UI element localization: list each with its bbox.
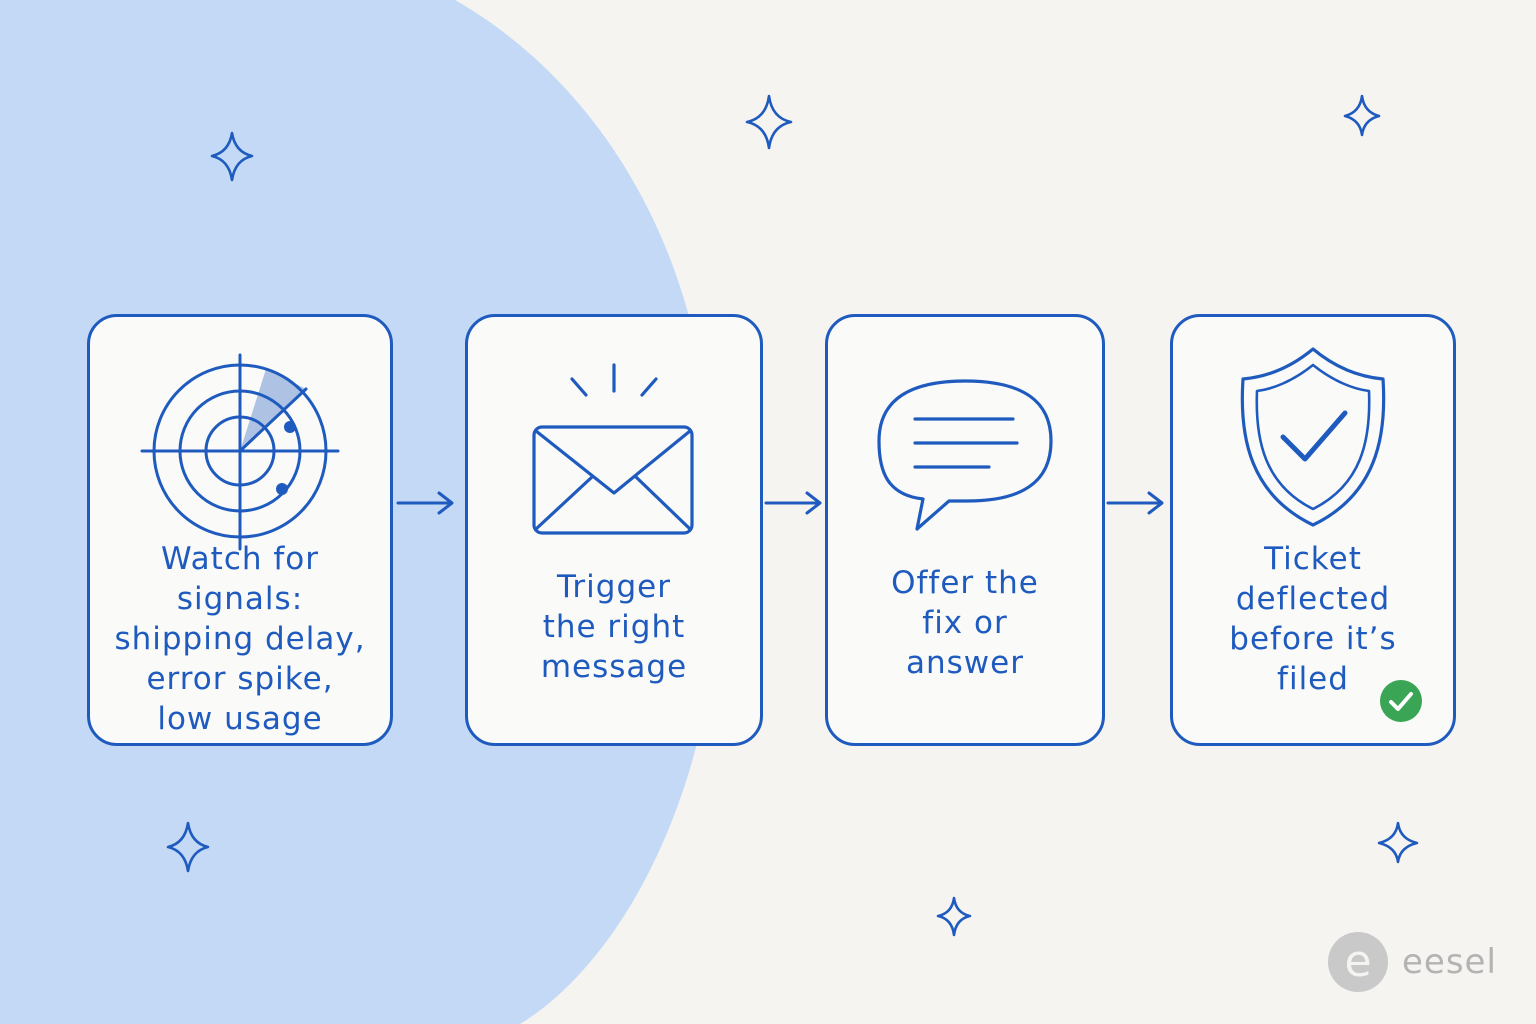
sparkle-icon — [1343, 94, 1381, 137]
brand-name: eesel — [1402, 942, 1497, 982]
radar-icon — [140, 353, 340, 551]
sparkle-icon — [936, 896, 972, 937]
step-card-trigger: Trigger the right message — [465, 314, 763, 746]
shield-check-icon — [1240, 347, 1386, 527]
brand-logo: e eesel — [1328, 932, 1508, 994]
step-card-offer: Offer the fix or answer — [825, 314, 1105, 746]
step-label: Watch for signals: shipping delay, error… — [114, 541, 366, 737]
step-label: Trigger the right message — [540, 569, 688, 685]
flow-arrow — [1106, 491, 1164, 515]
flow-arrow — [396, 491, 454, 515]
step-label: Ticket deflected before it’s filed — [1229, 541, 1397, 697]
sparkle-icon — [745, 94, 793, 150]
speech-bubble-icon — [877, 379, 1053, 531]
envelope-icon — [532, 363, 694, 535]
step-label: Offer the fix or answer — [891, 565, 1039, 681]
sparkle-icon — [1377, 821, 1419, 864]
step-card-watch: Watch for signals: shipping delay, error… — [87, 314, 393, 746]
flow-arrow — [764, 491, 822, 515]
step-card-deflected: Ticket deflected before it’s filed — [1170, 314, 1456, 746]
sparkle-icon — [166, 821, 210, 873]
brand-glyph: e — [1344, 936, 1372, 987]
sparkle-icon — [210, 131, 254, 182]
brand-mark: e — [1328, 932, 1388, 992]
check-circle-icon — [1380, 680, 1422, 722]
